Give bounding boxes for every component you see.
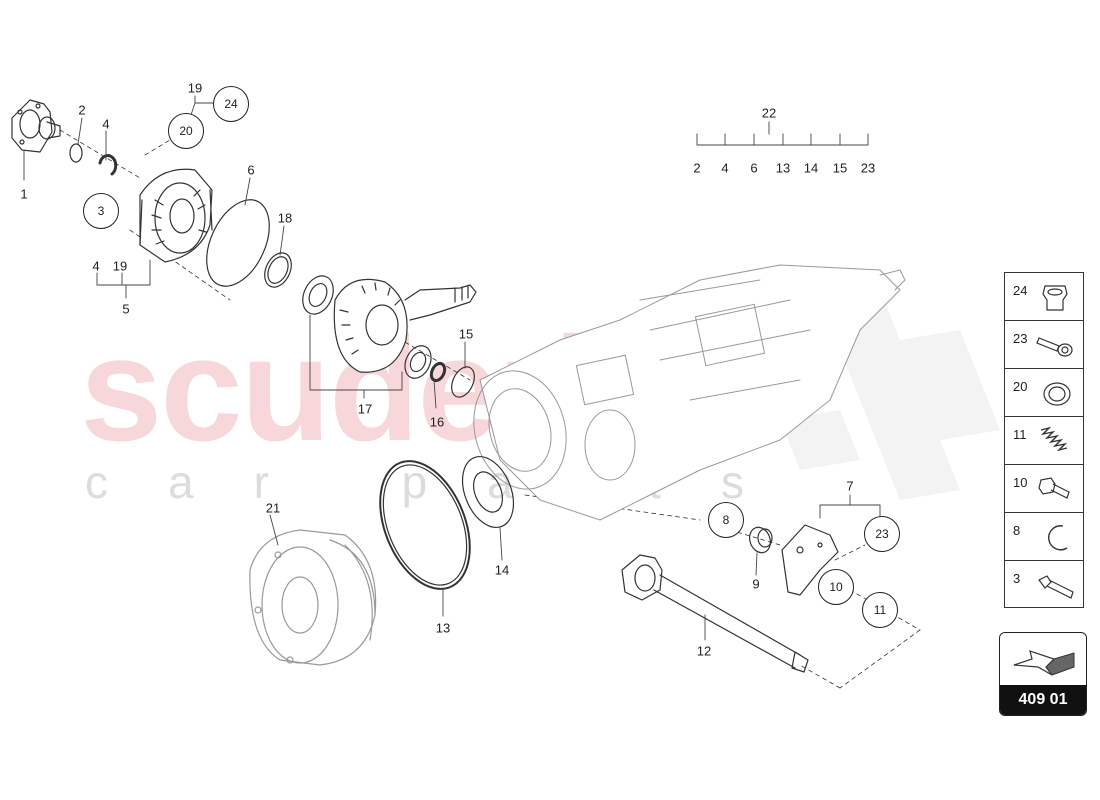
- part-16-bearing: [404, 345, 447, 383]
- callout-8: 8: [708, 502, 744, 538]
- callout-6: 6: [247, 162, 255, 178]
- kit-22-item-23: 23: [860, 160, 876, 176]
- part-17-differential-assembly: [302, 275, 477, 373]
- callout-9: 9: [752, 576, 760, 592]
- legend-number: 10: [1013, 475, 1028, 490]
- page-number: 409 01: [1000, 685, 1086, 715]
- legend-row-3: 3: [1004, 560, 1084, 608]
- part-12-drive-shaft: [621, 554, 809, 673]
- kit-22-item-13: 13: [775, 160, 791, 176]
- callout-16: 16: [429, 414, 445, 430]
- legend-number: 8: [1013, 523, 1021, 538]
- callout-22: 22: [761, 105, 777, 121]
- callout-3: 3: [83, 193, 119, 229]
- callout-19-b: 19: [112, 258, 128, 274]
- legend-number: 24: [1013, 283, 1028, 298]
- legend-row-24: 24: [1004, 272, 1084, 320]
- page-reference: 409 01: [999, 632, 1087, 716]
- part-1-flange: [11, 99, 61, 153]
- callout-24: 24: [213, 86, 249, 122]
- legend-number: 23: [1013, 331, 1028, 346]
- legend-number: 3: [1013, 571, 1021, 586]
- legend-number: 20: [1013, 379, 1028, 394]
- callout-11: 11: [862, 592, 898, 628]
- spring-icon: [1040, 426, 1068, 452]
- callout-13: 13: [435, 620, 451, 636]
- part-5-cover: [139, 168, 213, 263]
- transmission-housing: [473, 264, 906, 521]
- checker-flag-watermark: [780, 290, 1000, 500]
- part-2-ring: [69, 143, 83, 163]
- callout-19-top: 19: [187, 80, 203, 96]
- callout-7: 7: [846, 478, 854, 494]
- callout-12: 12: [696, 643, 712, 659]
- parts-legend: 24 23 20 11 10: [1004, 272, 1084, 608]
- direction-arrow-icon: [1013, 650, 1075, 676]
- part-9-bearing: [749, 526, 773, 554]
- part-15-ring: [451, 366, 475, 398]
- callout-18: 18: [277, 210, 293, 226]
- legend-row-23: 23: [1004, 320, 1084, 368]
- callout-20: 20: [168, 113, 204, 149]
- circlip-icon: [1048, 525, 1068, 551]
- callout-23: 23: [864, 516, 900, 552]
- callout-15: 15: [458, 326, 474, 342]
- part-18-ring: [264, 252, 292, 288]
- plug-icon: [1042, 285, 1068, 311]
- callout-14: 14: [494, 562, 510, 578]
- leader-lines: [23, 95, 881, 641]
- kit-22-item-15: 15: [832, 160, 848, 176]
- callout-4-b: 4: [92, 258, 100, 274]
- kit-22-item-4: 4: [721, 160, 729, 176]
- short-bolt-icon: [1038, 477, 1070, 499]
- callout-5: 5: [122, 301, 130, 317]
- kit-22-item-6: 6: [750, 160, 758, 176]
- callout-10: 10: [818, 569, 854, 605]
- bolt-washer-icon: [1036, 337, 1073, 357]
- bolt-icon: [1038, 575, 1074, 599]
- legend-row-10: 10: [1004, 464, 1084, 512]
- part-13-seal-ring: [379, 460, 471, 590]
- callout-21: 21: [265, 500, 281, 516]
- legend-row-8: 8: [1004, 512, 1084, 560]
- callout-1: 1: [20, 186, 28, 202]
- callout-2: 2: [78, 102, 86, 118]
- kit-22-item-14: 14: [803, 160, 819, 176]
- part-7-bracket: [781, 524, 839, 596]
- washer-icon: [1043, 382, 1071, 406]
- callout-17: 17: [357, 401, 373, 417]
- part-14-shim: [461, 456, 515, 528]
- part-21-flywheel: [249, 529, 377, 666]
- callout-4: 4: [102, 116, 110, 132]
- legend-row-20: 20: [1004, 368, 1084, 416]
- part-6-o-ring: [206, 199, 270, 287]
- legend-row-11: 11: [1004, 416, 1084, 464]
- kit-22-item-2: 2: [693, 160, 701, 176]
- legend-number: 11: [1013, 427, 1027, 442]
- part-4-circlip: [98, 154, 118, 176]
